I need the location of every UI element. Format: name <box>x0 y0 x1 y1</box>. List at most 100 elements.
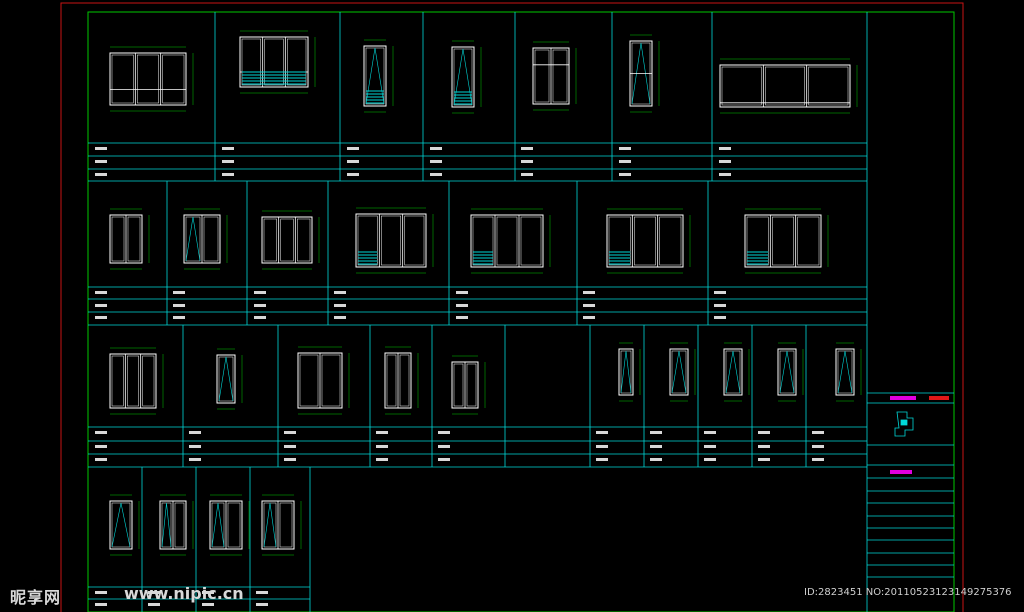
schedule-cell-text <box>334 316 346 319</box>
schedule-cell-text <box>758 431 770 434</box>
schedule-cell-text <box>254 316 266 319</box>
schedule-cell-text <box>95 431 107 434</box>
schedule-cell-text <box>650 431 662 434</box>
schedule-cell-text <box>456 304 468 307</box>
door-lm5 <box>451 355 486 415</box>
door-m2 <box>669 342 696 402</box>
door-lm1 <box>109 347 164 415</box>
schedule-cell-text <box>521 173 533 176</box>
schedule-cell-text <box>95 316 107 319</box>
schedule-cell-text <box>619 147 631 150</box>
door-m4 <box>777 342 804 402</box>
schedule-cell-text <box>596 458 608 461</box>
schedule-cell-text <box>619 160 631 163</box>
schedule-cell-text <box>189 431 201 434</box>
schedule-cell-text <box>719 173 731 176</box>
schedule-cell-text <box>430 160 442 163</box>
schedule-cell-text <box>438 445 450 448</box>
schedule-cell-text <box>256 591 268 594</box>
schedule-cell-text <box>758 445 770 448</box>
schedule-cell-text <box>95 147 107 150</box>
outer-border <box>60 2 964 612</box>
door-m7 <box>109 494 140 556</box>
title-block-header <box>890 396 916 400</box>
schedule-cell-text <box>173 304 185 307</box>
schedule-cell-text <box>148 591 160 594</box>
schedule-cell-text <box>222 147 234 150</box>
schedule-cell-text <box>284 458 296 461</box>
window-lc11 <box>629 34 660 113</box>
schedule-cell-text <box>719 147 731 150</box>
window-lc07 <box>239 30 316 94</box>
schedule-cell-text <box>284 445 296 448</box>
schedule-cell-text <box>254 291 266 294</box>
window-lc14 <box>183 208 228 270</box>
schedule-cell-text <box>202 603 214 606</box>
door-lm4 <box>384 346 419 415</box>
schedule-cell-text <box>704 445 716 448</box>
window-lc13 <box>109 208 150 270</box>
title-block-ref <box>929 396 949 400</box>
schedule-cell-text <box>812 458 824 461</box>
schedule-cell-text <box>222 160 234 163</box>
schedule-cell-text <box>596 445 608 448</box>
key-plan-icon <box>894 411 914 437</box>
schedule-cell-text <box>704 431 716 434</box>
schedule-cell-text <box>173 316 185 319</box>
schedule-cell-text <box>430 147 442 150</box>
schedule-cell-text <box>438 431 450 434</box>
schedule-cell-text <box>376 445 388 448</box>
schedule-cell-text <box>758 458 770 461</box>
window-lc09 <box>451 40 482 114</box>
schedule-cell-text <box>583 316 595 319</box>
schedule-cell-text <box>583 304 595 307</box>
schedule-cell-text <box>704 458 716 461</box>
window-elevations <box>109 30 862 556</box>
schedule-rows <box>95 147 824 606</box>
schedule-cell-text <box>95 304 107 307</box>
window-lc08 <box>363 39 394 113</box>
schedule-cell-text <box>376 431 388 434</box>
schedule-cell-text <box>650 458 662 461</box>
schedule-cell-text <box>334 291 346 294</box>
door-lm3 <box>297 346 350 415</box>
window-lc16 <box>355 207 434 274</box>
schedule-cell-text <box>189 458 201 461</box>
door-m5 <box>835 342 862 402</box>
schedule-cell-text <box>222 173 234 176</box>
window-lc19 <box>744 208 829 274</box>
schedule-cell-text <box>812 431 824 434</box>
schedule-cell-text <box>596 431 608 434</box>
window-lc12 <box>719 58 858 114</box>
schedule-cell-text <box>256 603 268 606</box>
schedule-cell-text <box>714 304 726 307</box>
window-lc15 <box>261 210 320 270</box>
schedule-cell-text <box>719 160 731 163</box>
schedule-cell-text <box>521 147 533 150</box>
schedule-cell-text <box>347 147 359 150</box>
schedule-cell-text <box>456 316 468 319</box>
watermark-logo: 昵享网 <box>10 588 62 607</box>
schedule-cell-text <box>347 160 359 163</box>
schedule-cell-text <box>173 291 185 294</box>
door-m10 <box>261 494 302 556</box>
schedule-cell-text <box>521 160 533 163</box>
schedule-cell-text <box>284 431 296 434</box>
schedule-cell-text <box>95 603 107 606</box>
door-m3 <box>723 342 750 402</box>
schedule-cell-text <box>347 173 359 176</box>
schedule-cell-text <box>95 591 107 594</box>
door-m8 <box>159 494 194 556</box>
schedule-cell-text <box>95 173 107 176</box>
schedule-cell-text <box>650 445 662 448</box>
window-lc10 <box>532 41 577 111</box>
window-lc18 <box>606 208 691 274</box>
door-m1 <box>618 342 641 402</box>
title-block-drawing-name <box>890 470 912 474</box>
schedule-cell-text <box>95 160 107 163</box>
window-lc17 <box>470 208 551 274</box>
schedule-grid <box>88 12 954 612</box>
schedule-cell-text <box>95 291 107 294</box>
schedule-cell-text <box>812 445 824 448</box>
